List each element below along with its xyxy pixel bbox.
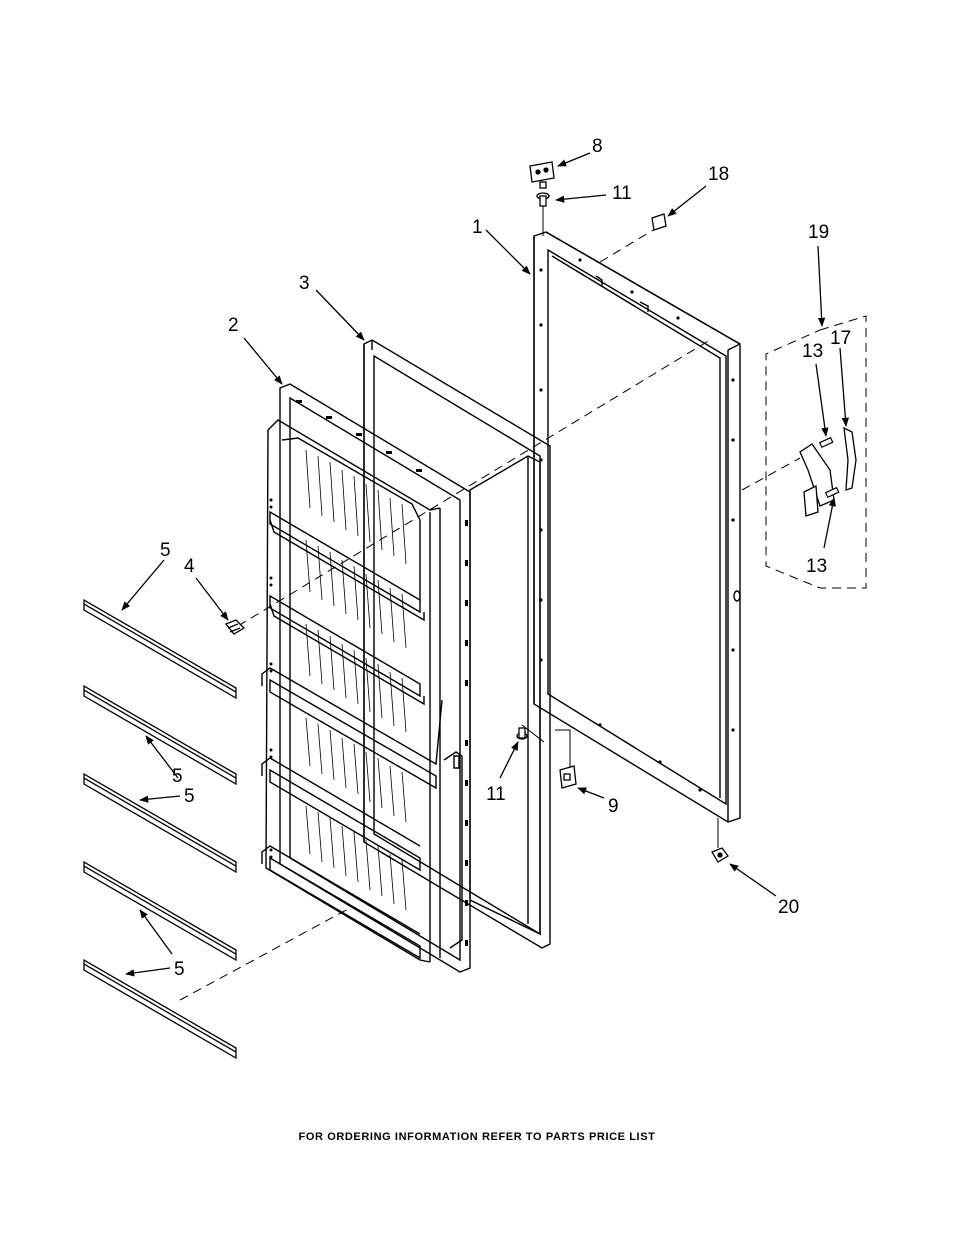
door-liner-part-2 xyxy=(262,384,470,972)
leader-arrows xyxy=(121,152,850,977)
trim-strip xyxy=(84,686,236,784)
door-frame-part-1 xyxy=(534,232,740,822)
callout-5-b: 5 xyxy=(172,766,183,787)
screw-part-13-lower xyxy=(824,486,840,499)
callout-5-a: 5 xyxy=(160,540,171,561)
callout-11-lower: 11 xyxy=(486,784,506,805)
callout-2: 2 xyxy=(228,315,239,336)
door-liner-side xyxy=(470,456,540,934)
alignment-lines xyxy=(179,225,867,1001)
callout-labels: 8 11 18 1 19 3 2 17 13 5 4 13 5 11 5 9 2… xyxy=(160,136,851,980)
hinge-part-9 xyxy=(559,765,577,789)
handle-assembly-part-17 xyxy=(799,426,857,517)
trim-strip xyxy=(84,960,236,1058)
callout-4: 4 xyxy=(184,556,195,577)
callout-20: 20 xyxy=(778,897,799,918)
screw-part-11-lower xyxy=(516,727,528,740)
callout-11-top: 11 xyxy=(612,183,632,204)
gasket-part-3 xyxy=(364,340,550,948)
screw-part-4 xyxy=(224,619,246,635)
ordering-info-note: FOR ORDERING INFORMATION REFER TO PARTS … xyxy=(298,1131,656,1143)
bushing-part-20 xyxy=(711,847,729,863)
screw-part-11-top xyxy=(536,192,550,207)
callout-8: 8 xyxy=(592,136,603,157)
tag-part-18 xyxy=(651,213,667,231)
callout-3: 3 xyxy=(299,273,310,294)
callout-13-lower: 13 xyxy=(806,556,827,577)
callout-5-d: 5 xyxy=(174,959,185,980)
callout-19: 19 xyxy=(808,222,829,243)
callout-1: 1 xyxy=(472,217,483,238)
hinge-part-8 xyxy=(529,161,555,189)
trim-strip xyxy=(84,600,236,698)
callout-9: 9 xyxy=(608,796,619,817)
callout-5-c: 5 xyxy=(184,786,195,807)
callout-18: 18 xyxy=(708,164,729,185)
trim-strip xyxy=(84,774,236,872)
callout-13-upper: 13 xyxy=(802,341,823,362)
trim-strips-part-5 xyxy=(84,600,236,1058)
callout-17: 17 xyxy=(830,328,851,349)
trim-strip xyxy=(84,862,236,960)
attachment-lines xyxy=(521,206,719,848)
screw-part-13-upper xyxy=(818,436,834,449)
